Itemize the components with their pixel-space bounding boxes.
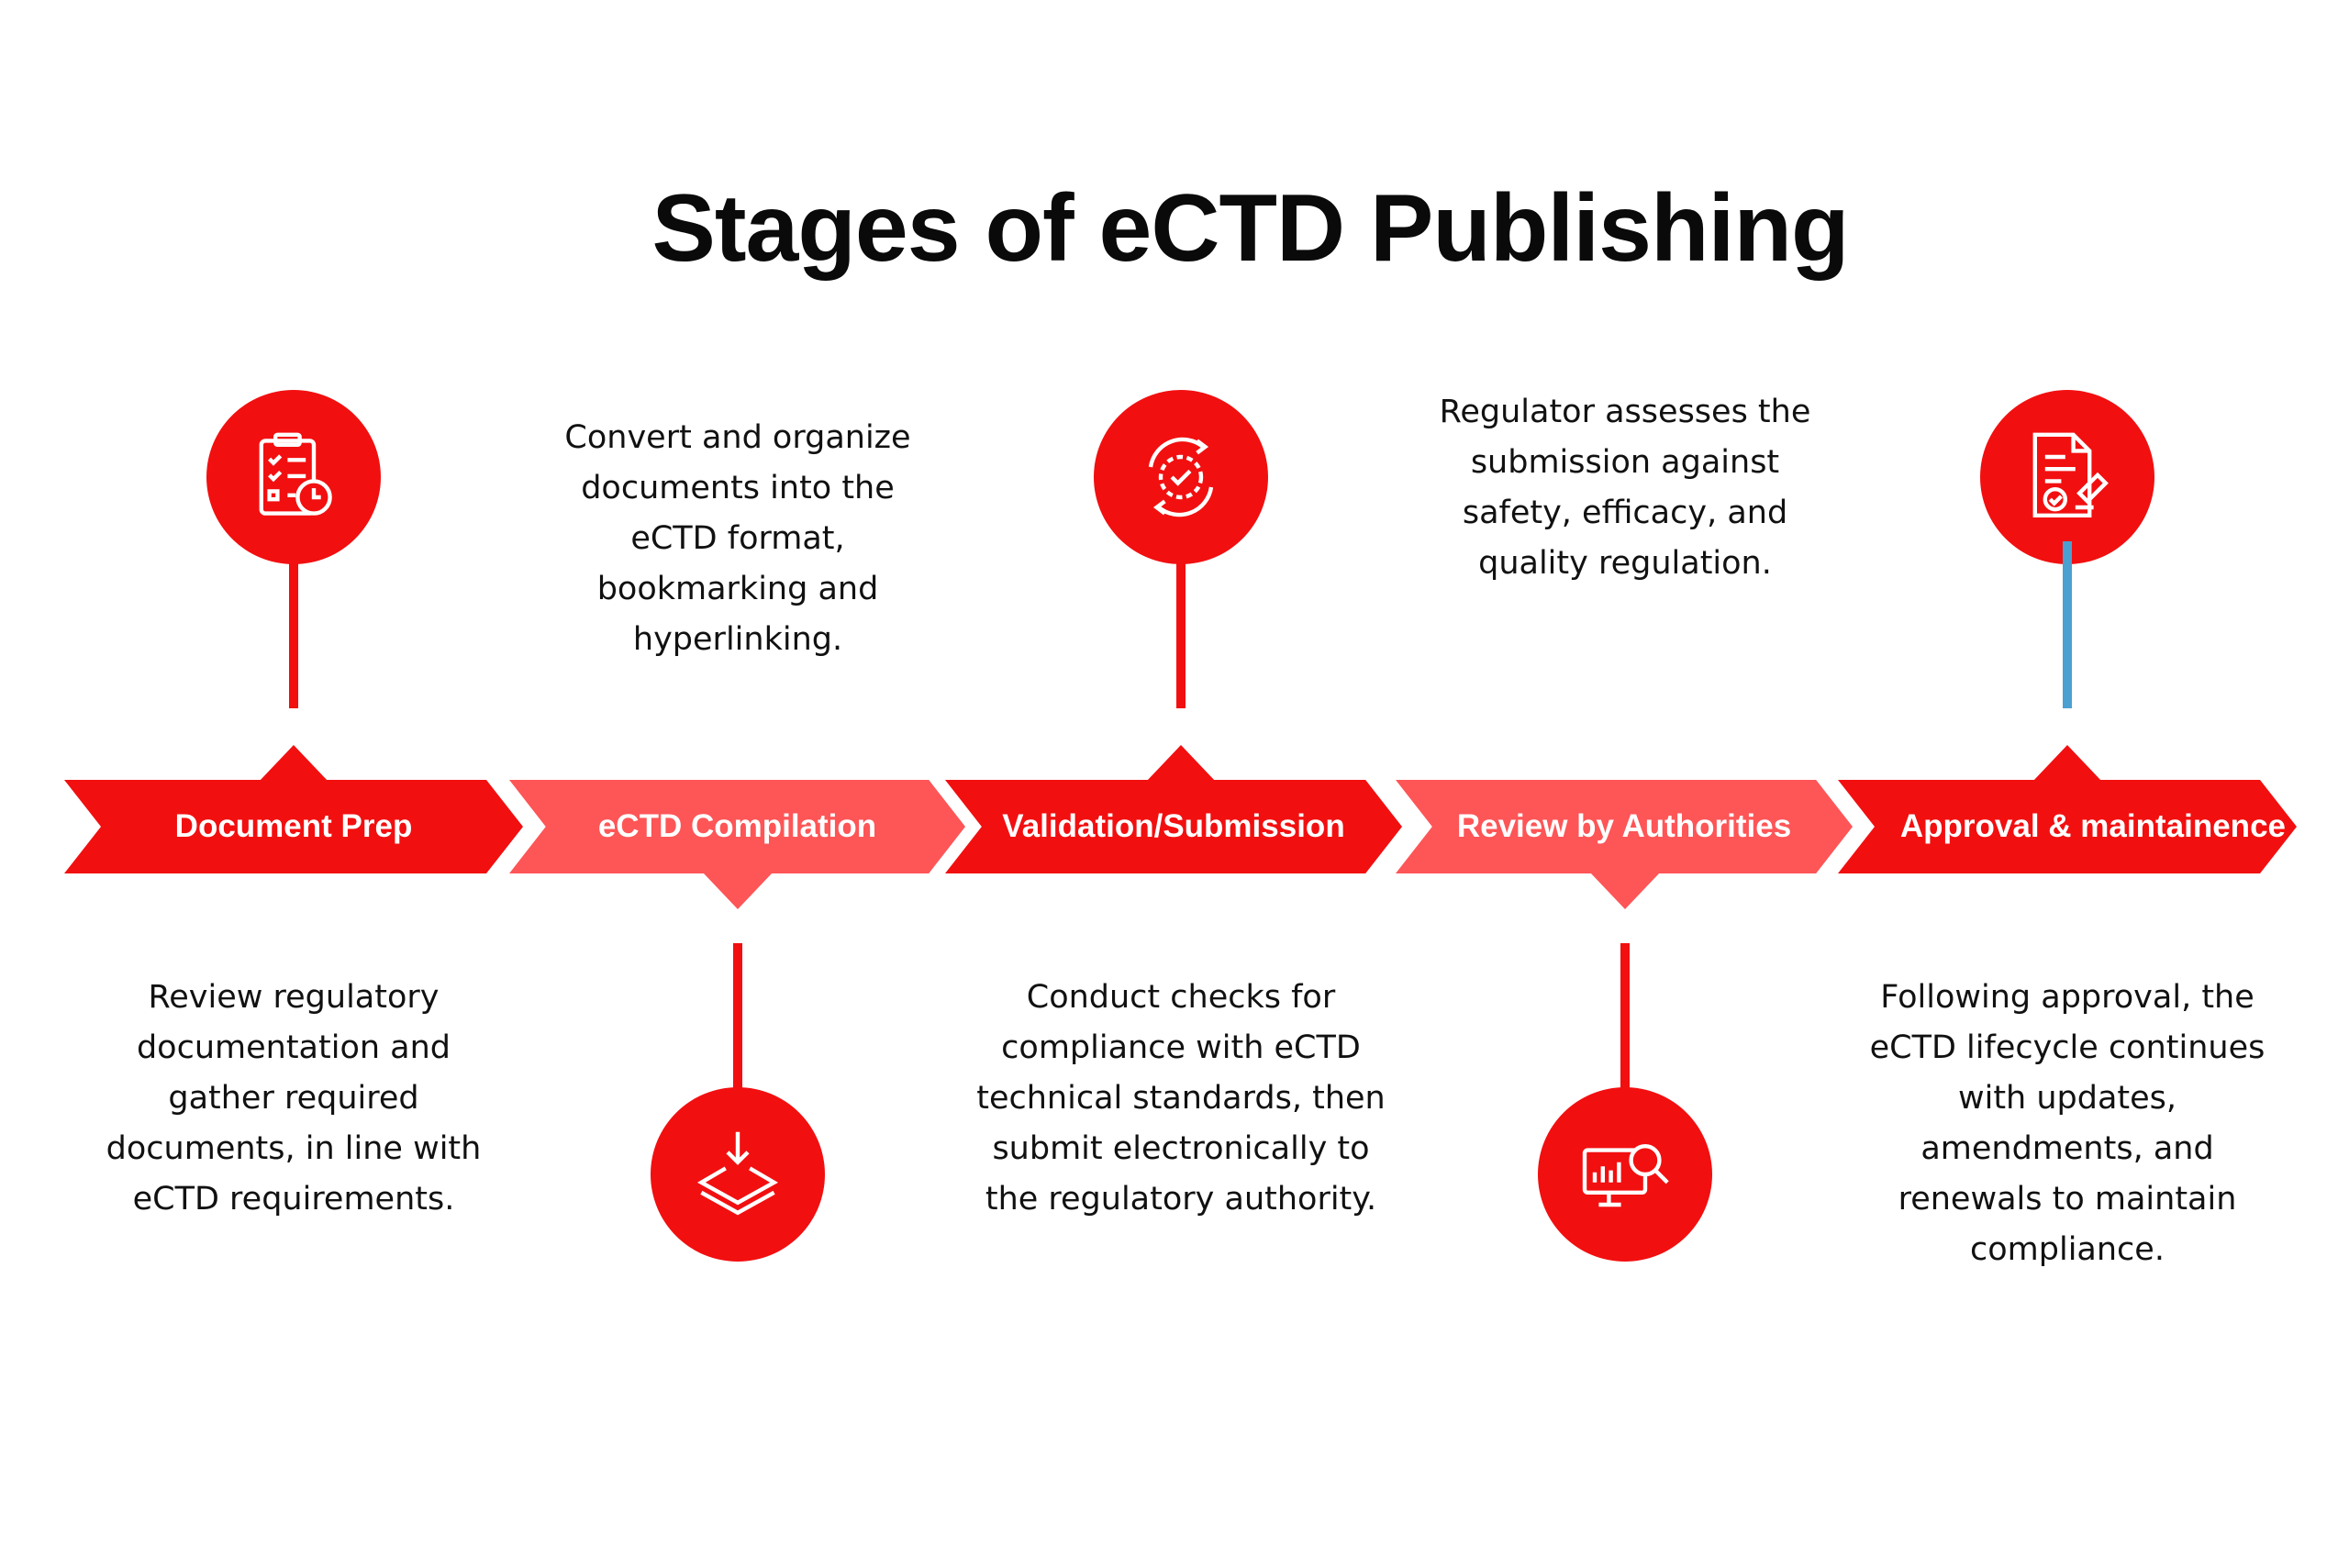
gear-check-cycle-icon (1148, 437, 1214, 517)
stage-1-description: Review regulatory documentation and gath… (106, 979, 482, 1218)
document-stamp-icon (2032, 432, 2109, 517)
stage-4-connector (1620, 943, 1630, 1090)
stage-5-arrow: Approval & maintainence (1838, 780, 2297, 873)
stage-2-label: eCTD Compilation (597, 808, 877, 844)
stage-4-description: Regulator assesses the submission agains… (1439, 394, 1811, 582)
page-title: Stages of eCTD Publishing (651, 175, 1850, 282)
stage-2-arrow: eCTD Compilation (509, 780, 965, 873)
stage-4-icon-circle (1538, 1087, 1712, 1262)
stage-2-icon-circle (651, 1087, 825, 1262)
stage-5-label: Approval & maintainence (1899, 808, 2286, 844)
monitor-magnifier-icon (1582, 1144, 1669, 1207)
stage-1-label: Document Prep (174, 808, 413, 844)
stage-1-icon-circle (206, 390, 381, 564)
stage-3-label: Validation/Submission (1002, 808, 1345, 844)
layers-download-icon (696, 1131, 779, 1216)
stage-2-connector (733, 943, 742, 1090)
stage-3-description: Conduct checks for compliance with eCTD … (976, 979, 1386, 1218)
stage-5-description: Following approval, the eCTD lifecycle c… (1869, 979, 2266, 1268)
stage-3-connector (1176, 562, 1186, 708)
stage-1-arrow: Document Prep (64, 780, 523, 873)
stage-5-connector (2063, 541, 2072, 708)
stage-1-pointer (259, 745, 328, 782)
stage-1-connector (289, 562, 298, 708)
stage-4-arrow: Review by Authorities (1396, 780, 1853, 873)
stage-5-pointer (2032, 745, 2102, 782)
stage-5-icon-circle (1980, 390, 2154, 564)
stage-2-description: Convert and organize documents into the … (564, 419, 911, 658)
stage-3-arrow: Validation/Submission (945, 780, 1402, 873)
stage-4-label: Review by Authorities (1456, 808, 1792, 844)
stage-3-icon-circle (1094, 390, 1268, 564)
stage-4-pointer (1590, 873, 1660, 909)
stage-2-pointer (703, 873, 773, 909)
checklist-clock-icon (259, 432, 332, 516)
stage-3-pointer (1146, 745, 1216, 782)
